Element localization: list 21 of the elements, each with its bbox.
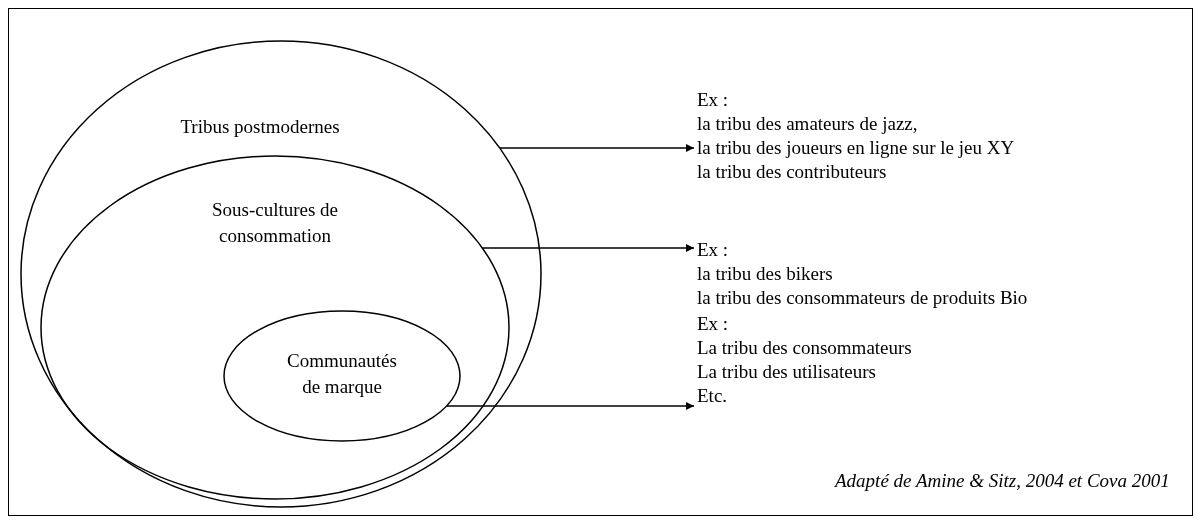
example-text: la tribu des contributeurs — [697, 160, 888, 184]
example-text: Ex : — [697, 312, 730, 336]
ellipse-label: Sous-cultures de consommation — [210, 198, 340, 248]
example-text: la tribu des consommateurs de produits Bio — [697, 286, 1028, 310]
caption: Adapté de Amine & Sitz, 2004 et Cova 2001 — [835, 470, 1170, 492]
arrow — [481, 244, 695, 252]
ellipse — [40, 155, 510, 500]
example-text: Ex : — [697, 238, 730, 262]
ellipse — [20, 40, 542, 508]
arrow — [445, 402, 695, 410]
ellipse-label: Tribus postmodernes — [179, 115, 341, 139]
example-text: la tribu des bikers — [697, 262, 834, 286]
arrow — [498, 144, 695, 152]
example-text: Etc. — [697, 384, 729, 408]
ellipse — [223, 310, 461, 442]
example-text: La tribu des utilisateurs — [697, 360, 877, 384]
example-text: Ex : — [697, 88, 730, 112]
example-text: La tribu des consommateurs — [697, 336, 912, 360]
example-text: la tribu des joueurs en ligne sur le jeu XY — [697, 136, 1015, 160]
example-text: la tribu des amateurs de jazz, — [697, 112, 919, 136]
ellipse-label: Communautés de marque — [286, 349, 398, 399]
